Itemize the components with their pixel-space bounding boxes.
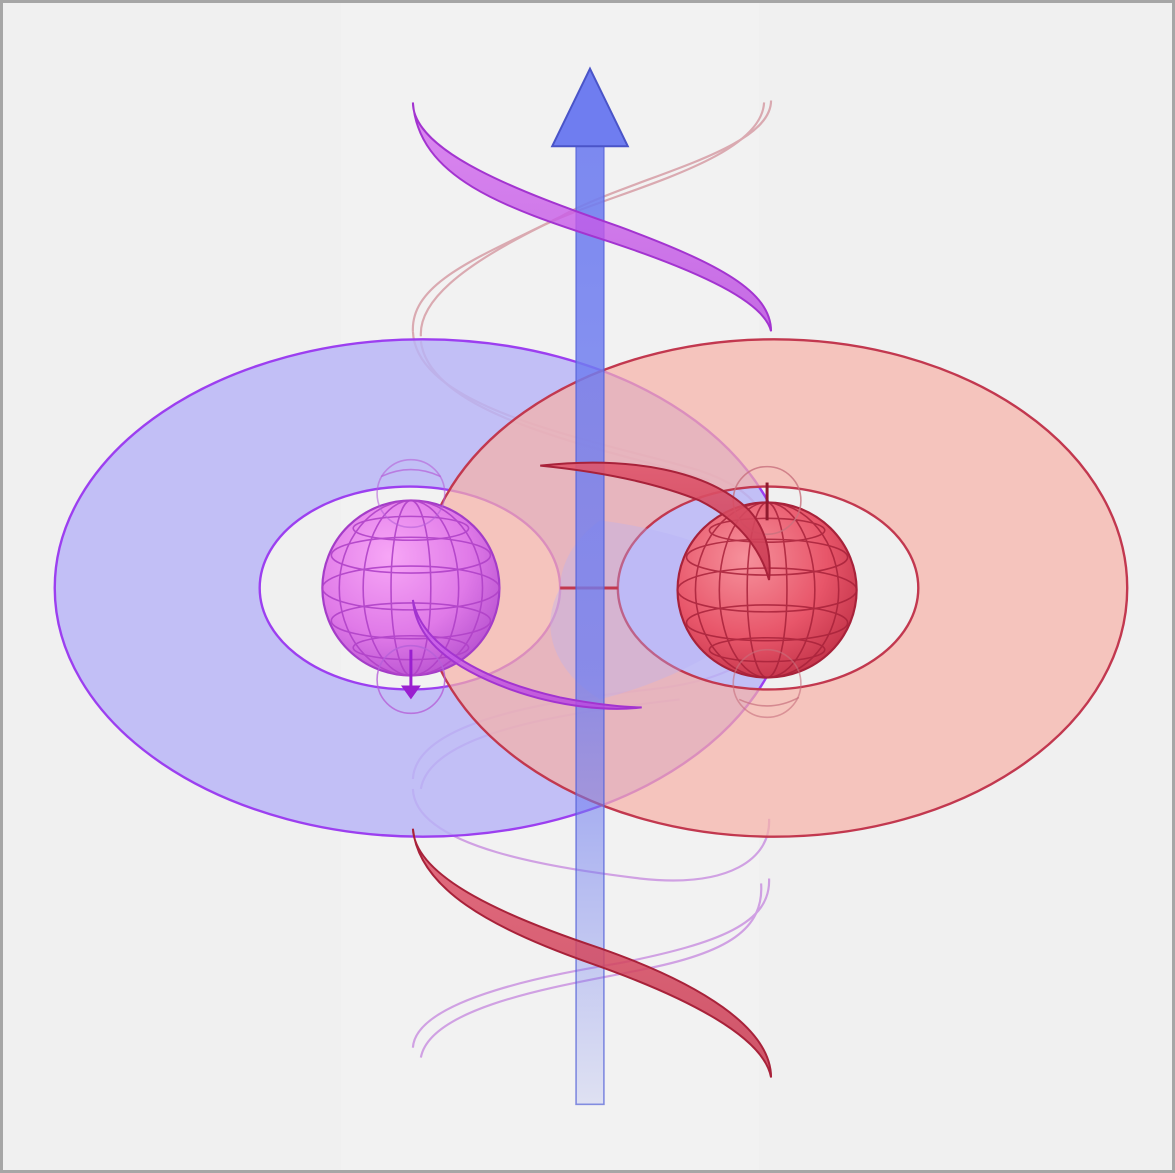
diagram-canvas [3, 3, 1172, 1170]
red-sphere-body [678, 502, 857, 677]
